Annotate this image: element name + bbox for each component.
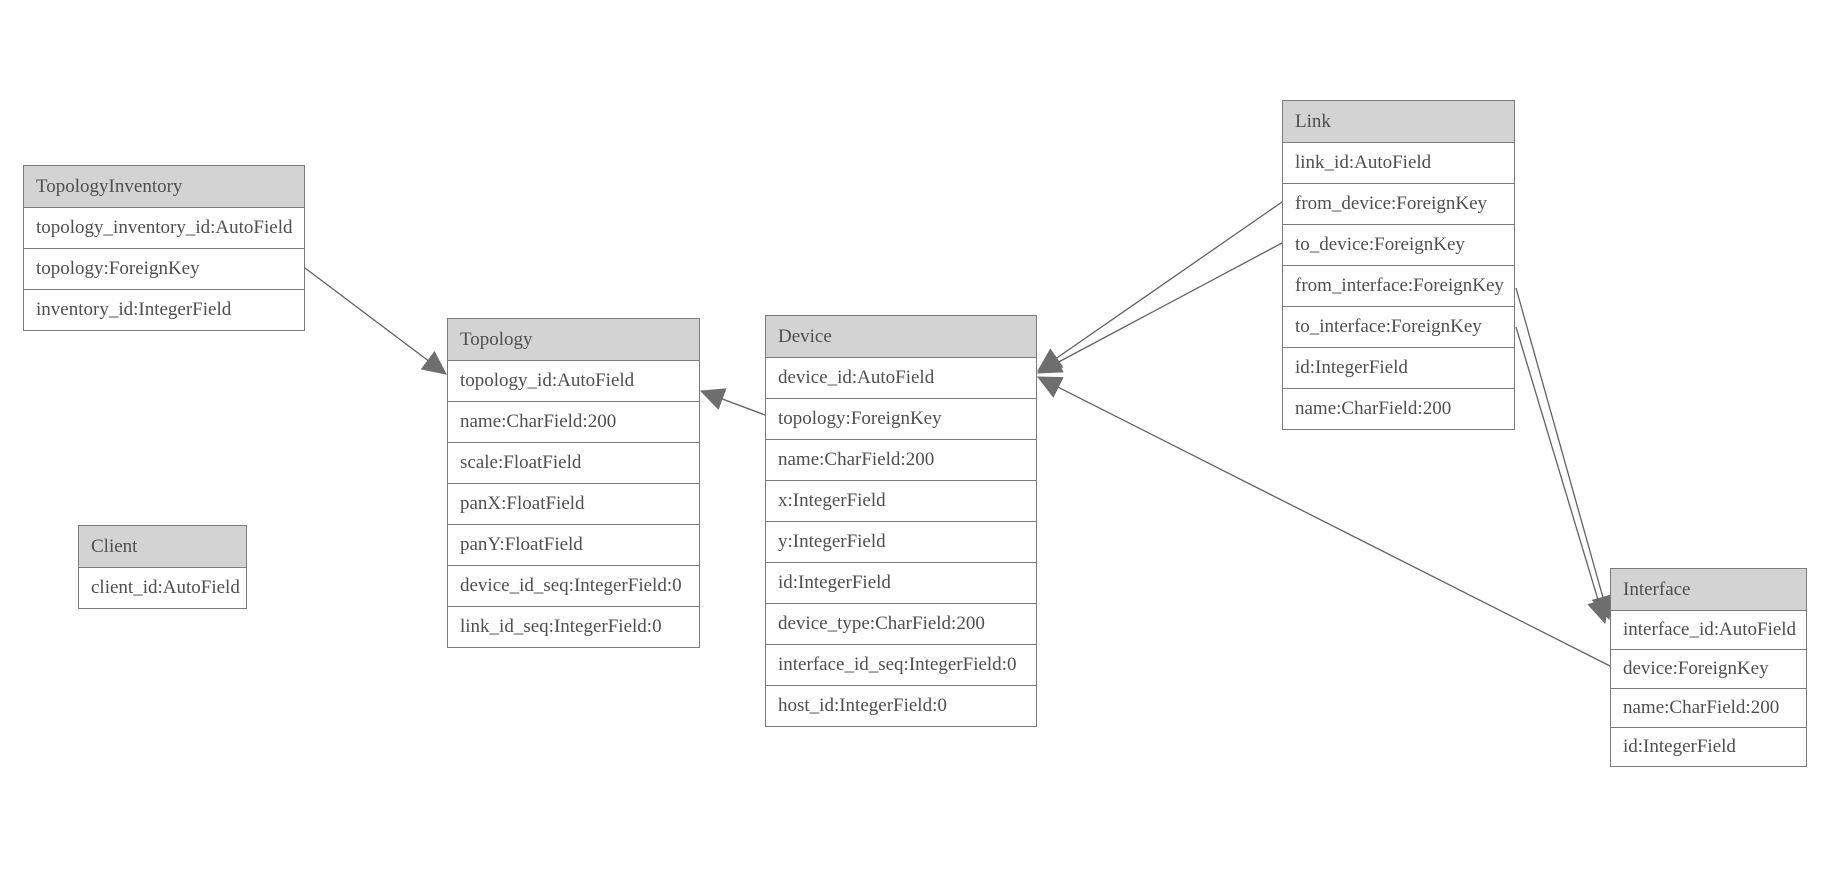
field-row-inventory_id: inventory_id:IntegerField xyxy=(24,290,304,330)
field-label: interface_id:AutoField xyxy=(1623,619,1797,640)
relation-topologyinventory-topology-arrow xyxy=(304,267,446,374)
field-row-link_id_seq: link_id_seq:IntegerField:0 xyxy=(448,607,699,647)
field-row-device_id: device_id:AutoField xyxy=(766,358,1036,399)
entity-device-fields: device_id:AutoField topology:ForeignKey na… xyxy=(766,358,1036,726)
entity-title: Topology xyxy=(460,328,533,350)
field-label: name:CharField:200 xyxy=(460,411,617,432)
field-label: id:IntegerField xyxy=(1295,357,1408,378)
entity-title: TopologyInventory xyxy=(36,175,183,197)
field-label: topology_inventory_id:AutoField xyxy=(36,217,293,238)
field-label: link_id:AutoField xyxy=(1295,152,1432,173)
field-row-to_device: to_device:ForeignKey xyxy=(1283,225,1514,266)
field-row-y: y:IntegerField xyxy=(766,522,1036,563)
relation-link-frominterface-interface-arrow xyxy=(1515,287,1609,619)
field-row-name: name:CharField:200 xyxy=(1611,689,1806,728)
field-label: client_id:AutoField xyxy=(91,577,240,598)
field-label: interface_id_seq:IntegerField:0 xyxy=(778,654,1017,675)
entity-title: Client xyxy=(91,535,138,557)
field-label: device_id:AutoField xyxy=(778,367,935,388)
field-row-name: name:CharField:200 xyxy=(766,440,1036,481)
field-row-interface_id: interface_id:AutoField xyxy=(1611,611,1806,650)
entity-topologyinventory-fields: topology_inventory_id:AutoField topology:… xyxy=(24,208,304,330)
relation-link-tointerface-interface-arrow xyxy=(1515,326,1605,623)
field-label: panY:FloatField xyxy=(460,534,583,555)
entity-client-header: Client xyxy=(79,526,246,568)
field-row-topology: topology:ForeignKey xyxy=(24,249,304,290)
field-label: to_interface:ForeignKey xyxy=(1295,316,1482,337)
field-row-host_id: host_id:IntegerField:0 xyxy=(766,686,1036,726)
field-row-device: device:ForeignKey xyxy=(1611,650,1806,689)
field-row-name: name:CharField:200 xyxy=(448,402,699,443)
entity-device: Device device_id:AutoField topology:Forei… xyxy=(765,315,1037,727)
field-row-id: id:IntegerField xyxy=(1611,728,1806,766)
field-label: host_id:IntegerField:0 xyxy=(778,695,947,716)
field-label: device_type:CharField:200 xyxy=(778,613,985,634)
field-label: device:ForeignKey xyxy=(1623,658,1769,679)
field-label: link_id_seq:IntegerField:0 xyxy=(460,616,662,637)
field-row-scale: scale:FloatField xyxy=(448,443,699,484)
field-row-name: name:CharField:200 xyxy=(1283,389,1514,429)
field-row-id: id:IntegerField xyxy=(1283,348,1514,389)
field-label: scale:FloatField xyxy=(460,452,582,473)
field-row-topology_inventory_id: topology_inventory_id:AutoField xyxy=(24,208,304,249)
field-row-x: x:IntegerField xyxy=(766,481,1036,522)
field-label: name:CharField:200 xyxy=(1295,398,1452,419)
field-row-id: id:IntegerField xyxy=(766,563,1036,604)
field-row-interface_id_seq: interface_id_seq:IntegerField:0 xyxy=(766,645,1036,686)
field-label: x:IntegerField xyxy=(778,490,886,511)
entity-link-header: Link xyxy=(1283,101,1514,143)
field-row-to_interface: to_interface:ForeignKey xyxy=(1283,307,1514,348)
entity-title: Device xyxy=(778,325,832,347)
field-label: topology_id:AutoField xyxy=(460,370,635,391)
field-row-panX: panX:FloatField xyxy=(448,484,699,525)
field-label: name:CharField:200 xyxy=(1623,697,1780,718)
field-label: topology:ForeignKey xyxy=(36,258,200,279)
entity-device-header: Device xyxy=(766,316,1036,358)
entity-link: Link link_id:AutoField from_device:Foreig… xyxy=(1282,100,1515,430)
relation-link-fromdevice-device-arrow xyxy=(1038,201,1283,371)
entity-client: Client client_id:AutoField xyxy=(78,525,247,609)
field-label: id:IntegerField xyxy=(1623,736,1736,757)
entity-topologyinventory: TopologyInventory topology_inventory_id:… xyxy=(23,165,305,331)
field-row-link_id: link_id:AutoField xyxy=(1283,143,1514,184)
field-label: name:CharField:200 xyxy=(778,449,935,470)
entity-interface-fields: interface_id:AutoField device:ForeignKey n… xyxy=(1611,611,1806,766)
entity-interface: Interface interface_id:AutoField device:F… xyxy=(1610,568,1807,767)
field-row-topology_id: topology_id:AutoField xyxy=(448,361,699,402)
entity-topology-header: Topology xyxy=(448,319,699,361)
field-row-from_interface: from_interface:ForeignKey xyxy=(1283,266,1514,307)
field-label: panX:FloatField xyxy=(460,493,585,514)
field-label: id:IntegerField xyxy=(778,572,891,593)
relation-device-topology-arrow xyxy=(701,391,766,416)
entity-client-fields: client_id:AutoField xyxy=(79,568,246,608)
field-row-from_device: from_device:ForeignKey xyxy=(1283,184,1514,225)
field-label: topology:ForeignKey xyxy=(778,408,942,429)
field-label: device_id_seq:IntegerField:0 xyxy=(460,575,682,596)
field-row-client_id: client_id:AutoField xyxy=(79,568,246,608)
field-row-panY: panY:FloatField xyxy=(448,525,699,566)
field-label: from_interface:ForeignKey xyxy=(1295,275,1504,296)
entity-topologyinventory-header: TopologyInventory xyxy=(24,166,304,208)
field-label: from_device:ForeignKey xyxy=(1295,193,1488,214)
field-label: to_device:ForeignKey xyxy=(1295,234,1465,255)
entity-title: Link xyxy=(1295,110,1331,132)
field-label: inventory_id:IntegerField xyxy=(36,299,232,320)
entity-title: Interface xyxy=(1623,578,1691,600)
relation-link-todevice-device-arrow xyxy=(1038,242,1283,374)
entity-topology-fields: topology_id:AutoField name:CharField:200 s… xyxy=(448,361,699,647)
field-row-device_id_seq: device_id_seq:IntegerField:0 xyxy=(448,566,699,607)
entity-topology: Topology topology_id:AutoField name:CharF… xyxy=(447,318,700,648)
field-row-topology: topology:ForeignKey xyxy=(766,399,1036,440)
field-label: y:IntegerField xyxy=(778,531,886,552)
entity-interface-header: Interface xyxy=(1611,569,1806,611)
field-row-device_type: device_type:CharField:200 xyxy=(766,604,1036,645)
